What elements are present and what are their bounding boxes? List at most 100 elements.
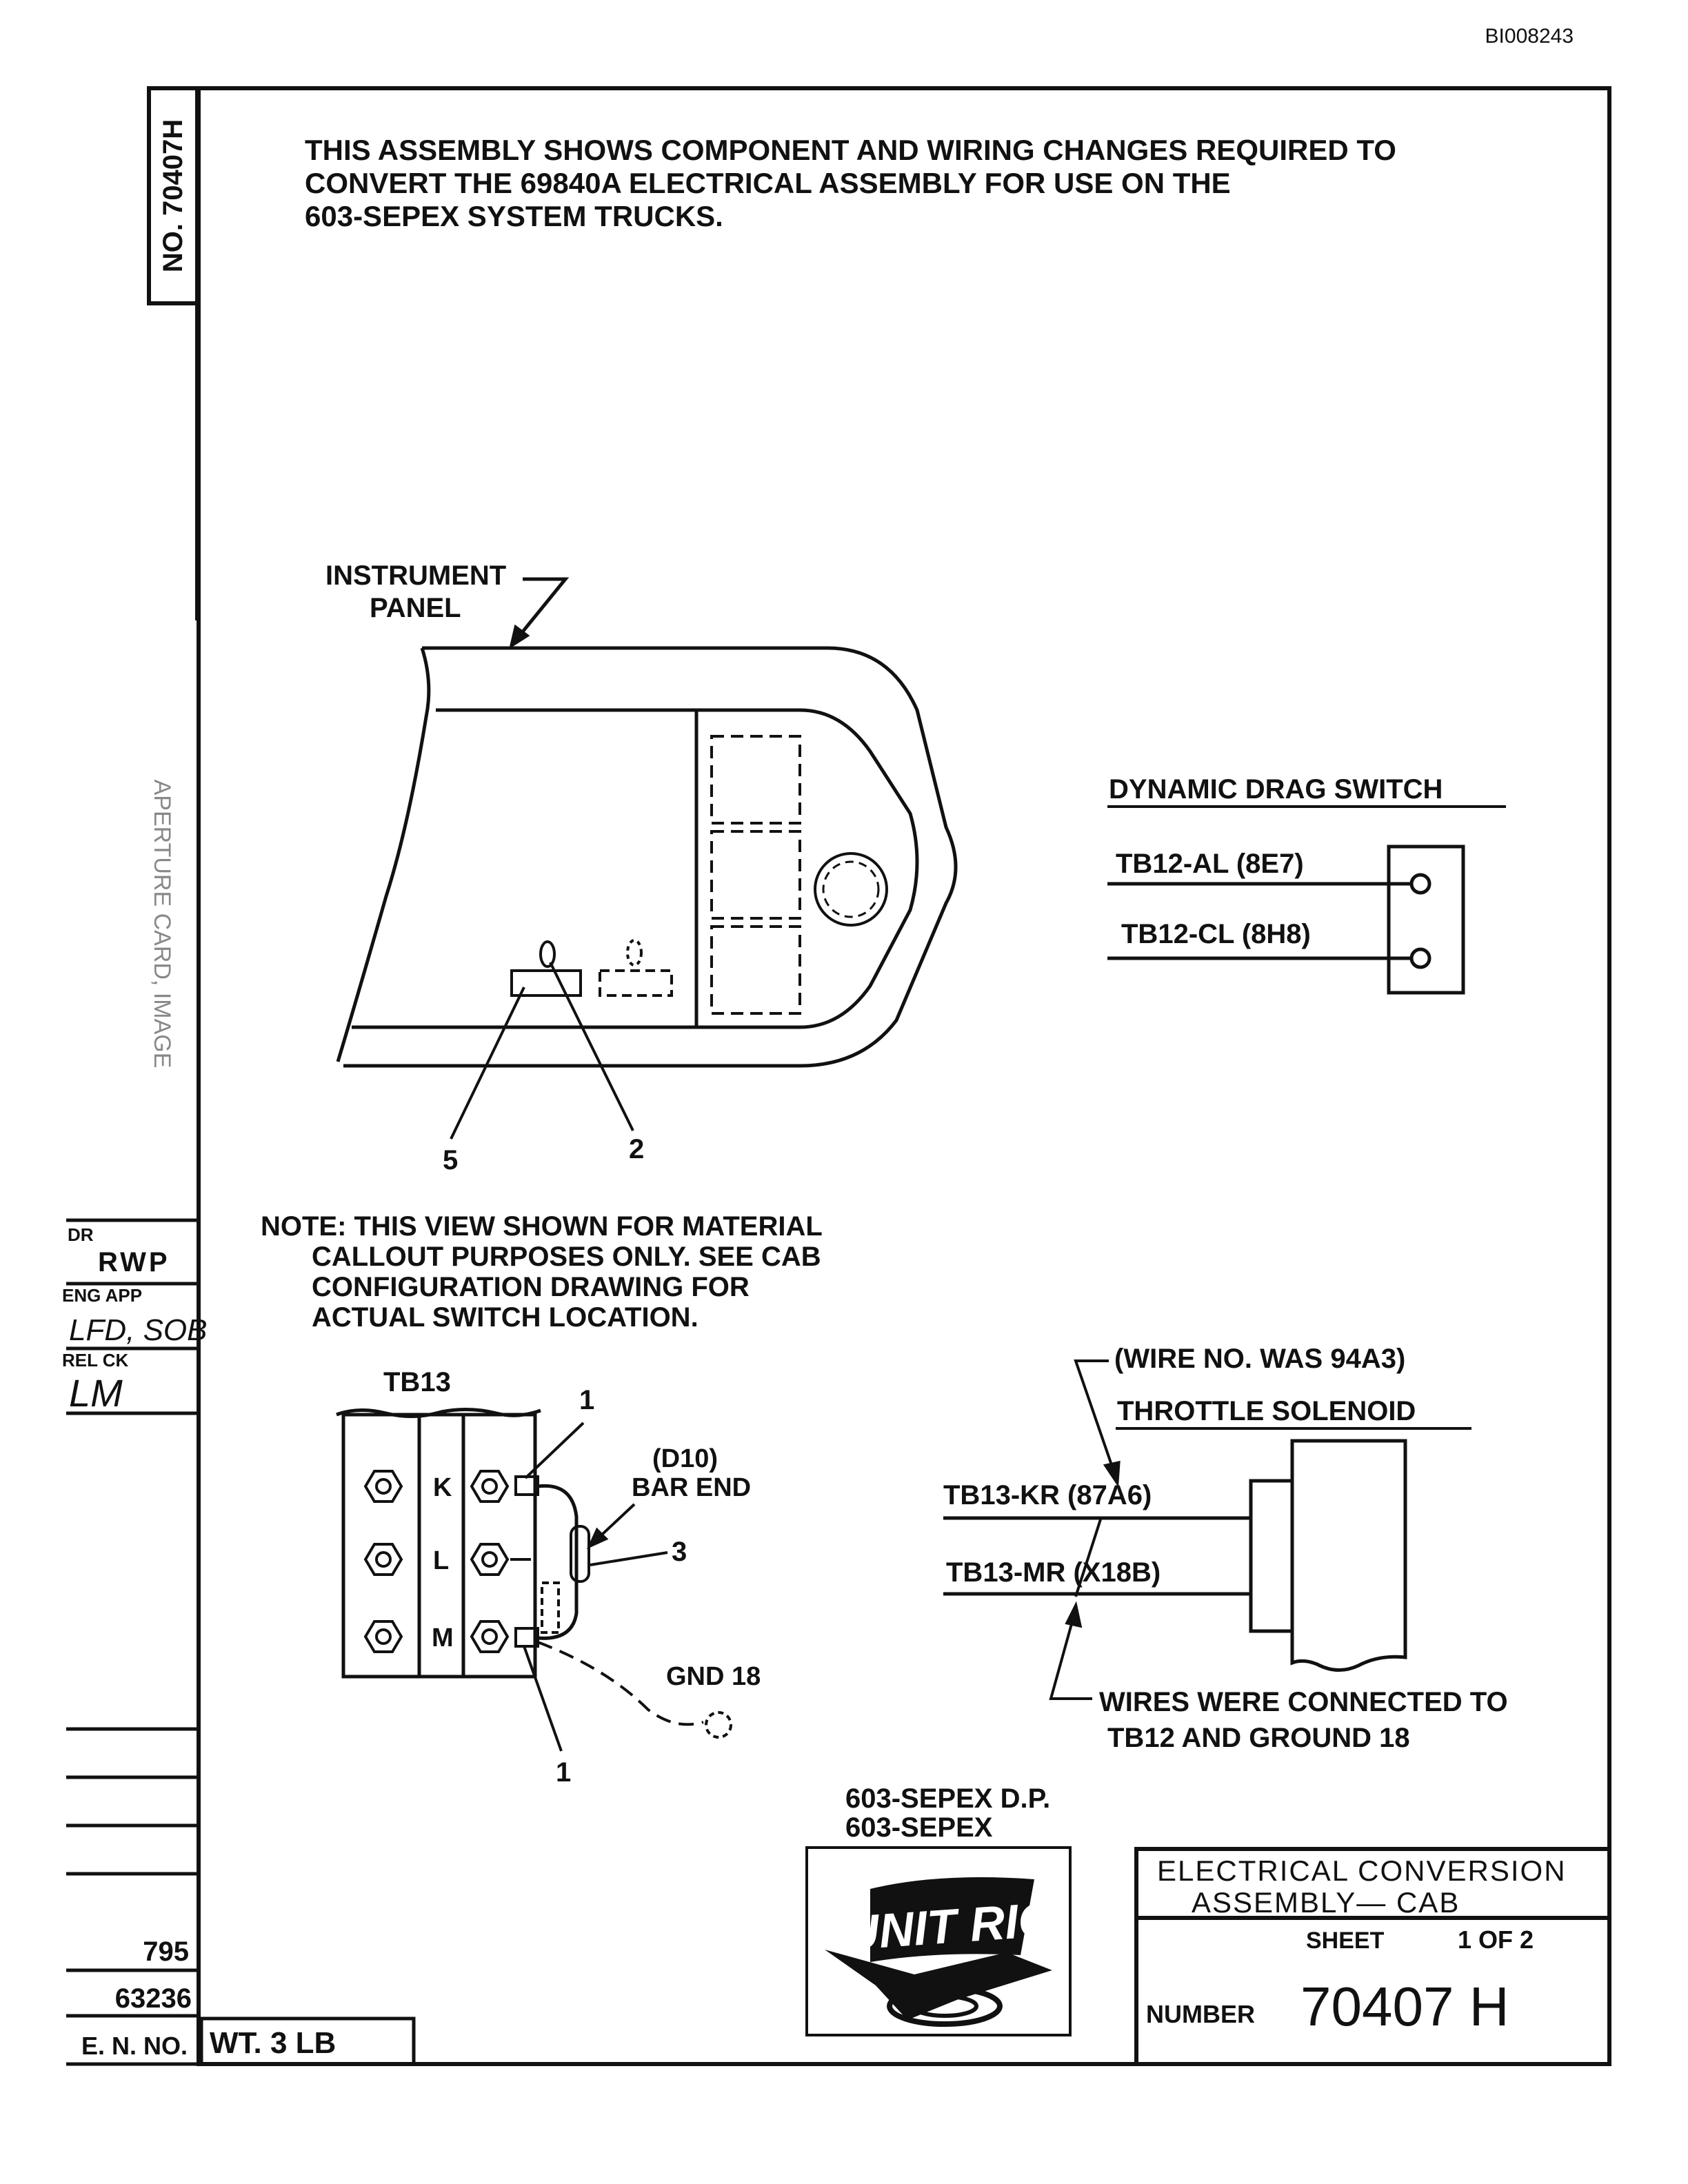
approvals: DR RWP ENG APP LFD, SOB REL CK LM 795 63… [62, 1218, 416, 2066]
document-id: BI008243 [1485, 25, 1574, 48]
nut-left-m [363, 1620, 403, 1653]
note-line-2: CALLOUT PURPOSES ONLY. SEE CAB [312, 1242, 821, 1272]
callout-3-leader [590, 1551, 668, 1566]
nut-left-l-hole [375, 1551, 392, 1568]
instrument-panel-label-1: INSTRUMENT [325, 560, 506, 591]
eng-app-value: LFD, SOB [69, 1313, 208, 1347]
dynamic-drag-switch: DYNAMIC DRAG SWITCH TB12-AL (8E7) TB12-C… [1107, 774, 1506, 995]
sheet-value: 1 OF 2 [1458, 1925, 1534, 1954]
dr-value: RWP [98, 1247, 170, 1277]
heading-line-3: 603-SEPEX SYSTEM TRUCKS. [305, 200, 723, 232]
callout-5: 5 [443, 1145, 458, 1175]
title-block: ELECTRICAL CONVERSION ASSEMBLY— CAB SHEE… [1134, 1847, 1611, 2066]
instrument-panel-label-2: PANEL [370, 593, 461, 623]
drag-switch-wire-2-label: TB12-CL (8H8) [1121, 919, 1311, 949]
title-block-frame [1134, 1847, 1611, 2066]
throttle-wire-1-label: TB13-KR (87A6) [943, 1480, 1152, 1510]
side-number: NO. 70407H [158, 119, 188, 272]
wires-connected-line-2: TB12 AND GROUND 18 [1107, 1723, 1410, 1753]
model-line-1: 603-SEPEX D.P. [845, 1783, 1050, 1814]
logo-ring-outer [887, 1985, 1003, 2027]
heading: THIS ASSEMBLY SHOWS COMPONENT AND WIRING… [305, 134, 1396, 232]
drag-switch-wire-1-label: TB12-AL (8E7) [1116, 849, 1304, 879]
panel-inner [352, 708, 919, 1029]
revision-number-2: 63236 [115, 1983, 192, 2014]
wire-was-arrowhead [1103, 1460, 1121, 1488]
old-component-dashed [541, 1581, 560, 1634]
nut-right-m-hole [481, 1628, 498, 1645]
callout-5-leader [450, 987, 525, 1140]
callout-2: 2 [629, 1134, 644, 1164]
nut-right-m [470, 1620, 510, 1653]
callout-3: 3 [672, 1537, 687, 1567]
instrument-panel-view: INSTRUMENT PANEL 5 2 [325, 560, 958, 1175]
callout-2-leader [549, 962, 634, 1131]
tb13-row-m: M [363, 1620, 510, 1653]
tb13-title: TB13 [383, 1367, 451, 1397]
bar-end-resistor [570, 1525, 590, 1583]
weight-box [199, 2016, 416, 2066]
row-label-k: K [433, 1473, 452, 1502]
wires-connected-line-1: WIRES WERE CONNECTED TO [1099, 1687, 1508, 1717]
instrument-panel-arrowhead [509, 624, 530, 649]
note-line-1: NOTE: THIS VIEW SHOWN FOR MATERIAL [261, 1211, 823, 1242]
throttle-solenoid-title: THROTTLE SOLENOID [1117, 1396, 1416, 1426]
margin-stamp: APERTURE CARD, IMAGE [149, 780, 175, 1069]
en-no-label: E. N. NO. [81, 2032, 188, 2060]
wires-connected-arrowhead [1065, 1601, 1083, 1628]
switch-slot-2 [710, 830, 801, 920]
rel-ck-label: REL CK [62, 1350, 129, 1371]
title-line-2: ASSEMBLY— CAB [1192, 1886, 1460, 1919]
drag-switch-terminal-2 [1409, 947, 1431, 969]
note-line-3: CONFIGURATION DRAWING FOR [312, 1272, 750, 1302]
note-line-4: ACTUAL SWITCH LOCATION. [312, 1302, 699, 1333]
unit-rig-logo: UNIT RIG [805, 1846, 1072, 2036]
solenoid-flange [1249, 1479, 1294, 1633]
toggle-switch-base [510, 969, 582, 997]
ring-terminal-m [514, 1627, 539, 1648]
dynamic-drag-switch-title: DYNAMIC DRAG SWITCH [1109, 774, 1443, 805]
d10-label: (D10) [652, 1444, 718, 1473]
row-label-m: M [432, 1624, 454, 1652]
switch-slot-1 [710, 735, 801, 825]
callout-1-bottom-leader [523, 1646, 563, 1752]
drag-switch-body [1387, 845, 1465, 995]
side-number-box [147, 86, 199, 305]
solenoid-body [1290, 1439, 1407, 1672]
heading-line-2: CONVERT THE 69840A ELECTRICAL ASSEMBLY F… [305, 167, 1231, 199]
switch-slot-3 [710, 925, 801, 1015]
nut-right-l-hole [481, 1551, 498, 1568]
logo-arrow [825, 1950, 1052, 2020]
nut-left-l [363, 1543, 403, 1576]
tb13-body [341, 1413, 537, 1679]
nut-left-m-hole [375, 1628, 392, 1645]
throttle-solenoid: (WIRE NO. WAS 94A3) THROTTLE SOLENOID TB… [943, 1344, 1508, 1753]
ground-terminal [705, 1711, 732, 1739]
sheet-label: SHEET [1306, 1928, 1385, 1954]
callout-1-top-leader [524, 1422, 585, 1479]
drawing-number: 70407 H [1300, 1976, 1509, 2037]
toggle-switch-lever [539, 940, 556, 968]
title-line-1: ELECTRICAL CONVERSION [1157, 1854, 1567, 1887]
number-label: NUMBER [1146, 2000, 1255, 2028]
bar-end-arrowhead [586, 1527, 609, 1550]
gauge-inner [822, 860, 880, 918]
panel-break-left [336, 647, 431, 1062]
panel-outline [343, 646, 958, 1068]
heading-line-1: THIS ASSEMBLY SHOWS COMPONENT AND WIRING… [305, 134, 1396, 166]
nut-right-k-hole [481, 1478, 498, 1495]
dr-label: DR [68, 1224, 94, 1245]
jumper-wire [537, 1484, 579, 1640]
tb13-row-l: L [363, 1543, 510, 1576]
callout-1-top: 1 [579, 1385, 594, 1415]
toggle-switch-base-dashed [599, 969, 673, 997]
row-label-l: L [433, 1546, 449, 1575]
wire-was-leader [1074, 1359, 1118, 1482]
logo-ring-inner [911, 1994, 978, 2018]
wires-connected-leader [1049, 1608, 1092, 1700]
nut-left-k-hole [375, 1478, 392, 1495]
gnd-label: GND 18 [666, 1662, 761, 1691]
callout-1-bottom: 1 [556, 1757, 571, 1788]
tb13-terminal-board: TB13 K L M [336, 1367, 761, 1788]
